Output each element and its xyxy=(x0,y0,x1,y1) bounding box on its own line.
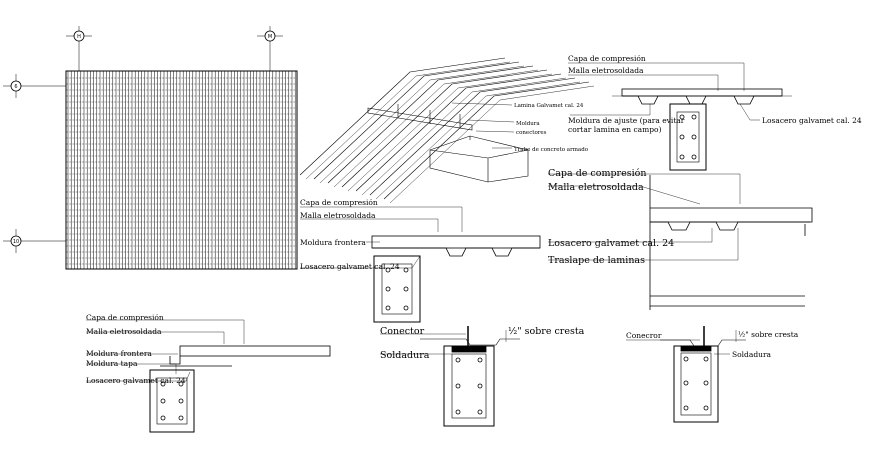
detail-bottom-right xyxy=(626,326,746,423)
iso-label-conectores: conectores xyxy=(516,130,547,136)
br-label-soldadura: Soldadura xyxy=(732,350,772,359)
iso-rib-line xyxy=(369,77,576,196)
iso-rib-line xyxy=(299,57,506,176)
axis-bubble-m xyxy=(264,30,276,42)
iso-rib-edge xyxy=(333,69,539,188)
axis-bubble-h xyxy=(73,30,85,42)
tr-label-losacero: Losacero galvamet cal. 24 xyxy=(762,116,862,125)
iso-rib-line xyxy=(341,69,548,188)
mc-label-malla: Malla eletrosoldada xyxy=(300,211,376,220)
deck-rib-lines xyxy=(66,71,297,269)
br-label-sobre: ½" sobre cresta xyxy=(738,330,799,339)
mr-label-malla: Malla eletrosoldada xyxy=(548,182,644,193)
axis-label-6: 6 xyxy=(14,84,17,90)
detail-mid-center xyxy=(300,206,541,323)
deck-plan-view xyxy=(3,26,298,270)
mc-label-moldura: Moldura frontera xyxy=(300,238,366,247)
mr-label-losacero: Losacero galvamet cal. 24 xyxy=(548,238,674,249)
iso-rib-edge xyxy=(375,81,581,200)
iso-rib-edge xyxy=(361,77,567,196)
bl-label-capa: Capa de compresión xyxy=(86,313,164,322)
tr-label-malla: Malla eletrosoldada xyxy=(568,66,644,75)
bl-label-malla: Malla eletrosoldada xyxy=(86,327,162,336)
bc-label-conector: Conector xyxy=(380,326,425,337)
axis-label-h: H xyxy=(77,34,81,40)
iso-rib-line xyxy=(355,73,562,192)
iso-rib-edge xyxy=(305,61,511,180)
mr-label-capa: Capa de compresión xyxy=(548,168,646,179)
axis-label-10: 10 xyxy=(13,239,19,245)
iso-label-moldura: Moldura xyxy=(516,121,540,127)
mr-label-traslape: Traslape de laminas xyxy=(548,255,645,266)
axis-label-m: M xyxy=(268,34,272,40)
mc-label-losacero: Losacero galvamet cal. 24 xyxy=(300,262,400,271)
iso-label-lamina: Lamina Galvamet cal. 24 xyxy=(514,103,584,109)
iso-deck-ribs xyxy=(299,57,595,204)
bc-label-sobre: ½" sobre cresta xyxy=(508,326,585,337)
iso-rib-edge xyxy=(347,73,553,192)
iso-rib-line xyxy=(383,81,590,200)
iso-rib-edge xyxy=(389,85,595,204)
mc-label-capa: Capa de compresión xyxy=(300,198,378,207)
bl-label-moldura-tapa: Moldura tapa xyxy=(86,359,138,368)
bl-label-losacero: Losacero galvamet cal. 24 xyxy=(86,376,186,385)
detail-top-right xyxy=(568,62,792,171)
iso-rib-line xyxy=(313,61,520,180)
iso-label-trabe: Trabe de concreto armado xyxy=(514,147,589,153)
br-label-conector: Conecror xyxy=(626,331,662,340)
tr-label-capa: Capa de compresión xyxy=(568,54,646,63)
detail-bottom-left xyxy=(86,319,331,433)
iso-rib-line xyxy=(327,65,534,184)
bc-label-soldadura: Soldadura xyxy=(380,350,430,361)
axis-bubble-10 xyxy=(10,235,22,247)
tr-label-moldura-1: Moldura de ajuste (para evitar xyxy=(568,116,685,125)
bl-label-moldura-frontera: Moldura frontera xyxy=(86,349,152,358)
isometric-deck-view xyxy=(299,57,595,204)
axis-bubble-6 xyxy=(10,80,22,92)
detail-bottom-center xyxy=(380,326,520,427)
detail-mid-right xyxy=(548,173,813,310)
tr-label-moldura-2: cortar lamina en campo) xyxy=(568,125,662,134)
iso-rib-edge xyxy=(319,65,525,184)
